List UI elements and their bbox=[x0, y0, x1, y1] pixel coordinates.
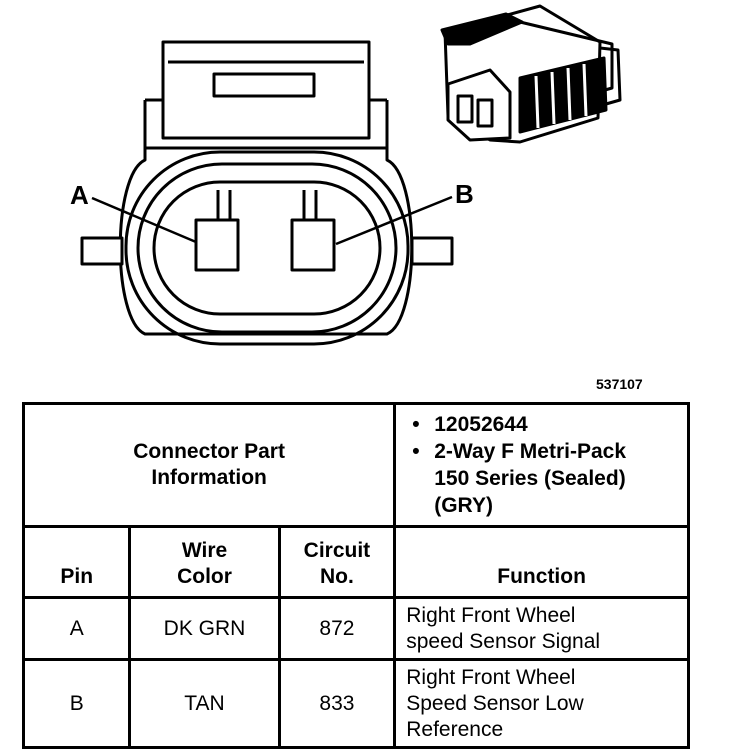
connector-part-label: Connector Part Information bbox=[21, 402, 397, 528]
terminal-a bbox=[194, 218, 240, 272]
terminal-b bbox=[290, 218, 336, 272]
table-row: B TAN 833 Right Front Wheel Speed Sensor… bbox=[21, 658, 690, 749]
header-function: Function bbox=[393, 525, 690, 599]
iso-cavity-b bbox=[476, 98, 494, 128]
leader-line-a bbox=[91, 196, 197, 244]
cell-pin: B bbox=[21, 658, 132, 749]
connector-type: 2-Way F Metri-Pack bbox=[412, 438, 677, 465]
header-row: Pin Wire Color Circuit No. Function bbox=[21, 525, 690, 599]
right-tab bbox=[410, 236, 454, 266]
part-number: 12052644 bbox=[412, 411, 677, 438]
connector-latch bbox=[161, 40, 371, 140]
connector-part-row: Connector Part Information 12052644 2-Wa… bbox=[21, 402, 690, 528]
outer-seal bbox=[124, 150, 410, 346]
connector-diagram bbox=[80, 4, 622, 346]
header-circuit-no: Circuit No. bbox=[277, 525, 397, 599]
connector-series: 150 Series (Sealed) (GRY) bbox=[434, 467, 626, 517]
figure-id: 537107 bbox=[596, 376, 643, 392]
cell-function: Right Front Wheel speed Sensor Signal bbox=[393, 596, 690, 661]
cell-pin: A bbox=[21, 596, 132, 661]
connector-isometric-view bbox=[440, 4, 622, 144]
middle-seal bbox=[136, 162, 398, 334]
leader-line-b bbox=[335, 195, 453, 246]
table-row: A DK GRN 872 Right Front Wheel speed Sen… bbox=[21, 596, 690, 661]
connector-housing bbox=[118, 146, 414, 336]
connector-part-details: 12052644 2-Way F Metri-Pack 150 Series (… bbox=[393, 402, 690, 528]
latch-slot bbox=[212, 72, 316, 98]
pin-a-callout: A bbox=[70, 180, 89, 210]
cell-wire-color: TAN bbox=[128, 658, 281, 749]
cell-circuit: 833 bbox=[277, 658, 397, 749]
connector-face-view bbox=[80, 40, 454, 346]
header-wire-color: Wire Color bbox=[128, 525, 281, 599]
cell-function: Right Front Wheel Speed Sensor Low Refer… bbox=[393, 658, 690, 749]
iso-cavity-a bbox=[456, 94, 474, 124]
left-tab bbox=[80, 236, 124, 266]
header-pin: Pin bbox=[21, 525, 132, 599]
cell-wire-color: DK GRN bbox=[128, 596, 281, 661]
pin-b-callout: B bbox=[455, 179, 474, 209]
cell-circuit: 872 bbox=[277, 596, 397, 661]
connector-info-table: Connector Part Information 12052644 2-Wa… bbox=[21, 402, 690, 749]
inner-seal bbox=[152, 180, 382, 316]
